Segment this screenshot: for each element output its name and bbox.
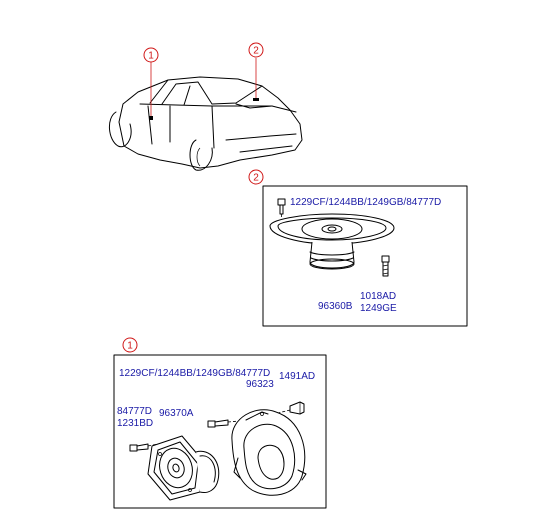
section-1-callout-label: 1 (127, 341, 133, 352)
car-callout-2-label: 2 (253, 46, 259, 57)
door-speaker-section: 1 1229CF/1244BB/1249GB/84777D 1491AD 963… (113, 337, 327, 509)
car-illustration: 1 2 (109, 42, 303, 171)
door-screw2-part-number-a: 84777D (117, 406, 152, 417)
section-2-callout (248, 169, 264, 185)
car-callout-1 (143, 47, 159, 63)
door-screw2-part-number-b: 1231BD (117, 418, 153, 429)
section-2-callout-label: 2 (253, 173, 259, 184)
rear-bolt-part-number-a: 1018AD (360, 291, 396, 302)
door-speaker (147, 435, 220, 501)
door-screw-2 (129, 443, 159, 452)
rear-speaker-section: 2 1229CF/1244BB/1249GB/84777D 9636 (248, 169, 468, 327)
section-1-callout (122, 337, 138, 353)
rear-speaker (269, 213, 395, 270)
door-speaker-part-number: 96370A (159, 408, 194, 419)
door-bracket-part-number: 96323 (246, 379, 274, 390)
rear-screw-part-number: 1229CF/1244BB/1249GB/84777D (290, 197, 441, 208)
door-bracket (231, 409, 307, 496)
door-screw-part-number: 1229CF/1244BB/1249GB/84777D (119, 368, 270, 379)
rear-bolt (381, 255, 390, 277)
car-callout-2 (248, 42, 264, 58)
rear-bolt-part-number-b: 1249GE (360, 303, 397, 314)
door-nut-part-number: 1491AD (279, 371, 315, 382)
car-callout-1-label: 1 (148, 51, 154, 62)
door-speaker-frame (113, 354, 327, 509)
rear-speaker-part-number: 96360B (318, 301, 353, 312)
rear-speaker-frame (262, 185, 468, 327)
